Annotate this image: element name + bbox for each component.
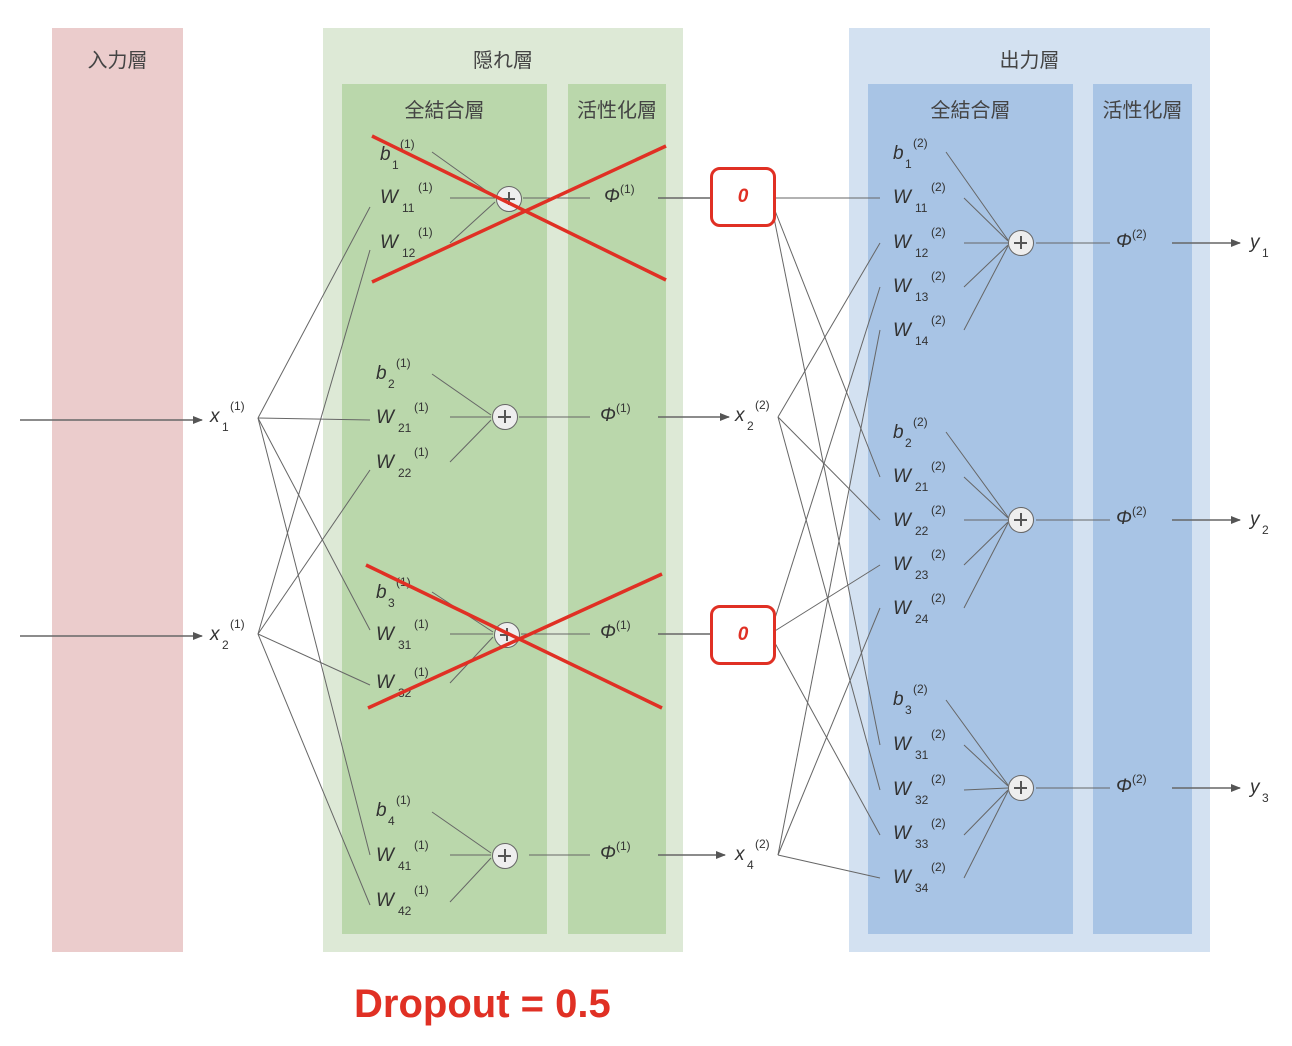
- dropped-output-3-value: 0: [737, 624, 749, 645]
- hidden-activation-panel: 活性化層: [568, 84, 666, 934]
- output-activation-1: Φ(2): [1116, 227, 1147, 252]
- output-activation-2: Φ(2): [1116, 504, 1147, 529]
- dropout-cross-unit-1-a: [371, 134, 667, 282]
- output-fc-title: 全結合層: [930, 100, 1011, 122]
- hidden-activation-1: Φ(1): [604, 182, 635, 207]
- hidden-layer-title: 隠れ層: [473, 50, 533, 72]
- dropped-output-1-value: 0: [737, 186, 749, 207]
- dropout-cross-unit-3-a: [365, 563, 663, 710]
- output-activation-panel: 活性化層: [1093, 84, 1192, 934]
- output-activation-3: Φ(2): [1116, 772, 1147, 797]
- hidden-activation-3: Φ(1): [600, 618, 631, 643]
- hidden-fc-title: 全結合層: [404, 100, 485, 122]
- hidden-sum-node-2: [492, 404, 518, 430]
- hidden-activation-4: Φ(1): [600, 839, 631, 864]
- output-fc-panel: 全結合層: [868, 84, 1073, 934]
- output-activation-title: 活性化層: [1102, 100, 1183, 122]
- output-sum-node-2: [1008, 507, 1034, 533]
- hidden-activation-title: 活性化層: [577, 100, 657, 122]
- input-layer-panel: 入力層: [52, 28, 183, 952]
- hidden-activation-2: Φ(1): [600, 401, 631, 426]
- hidden-sum-node-4: [492, 843, 518, 869]
- dropout-label: Dropout = 0.5: [354, 982, 611, 1026]
- output-sum-node-1: [1008, 230, 1034, 256]
- hidden-fc-panel: 全結合層: [342, 84, 547, 934]
- dropout-cross-unit-3-b: [367, 572, 663, 710]
- dropout-cross-unit-1-b: [371, 144, 667, 284]
- dropped-output-1: 0: [710, 167, 776, 227]
- output-layer-title: 出力層: [999, 50, 1060, 72]
- output-sum-node-3: [1008, 775, 1034, 801]
- input-layer-title: 入力層: [87, 50, 148, 72]
- dropped-output-3: 0: [710, 605, 776, 665]
